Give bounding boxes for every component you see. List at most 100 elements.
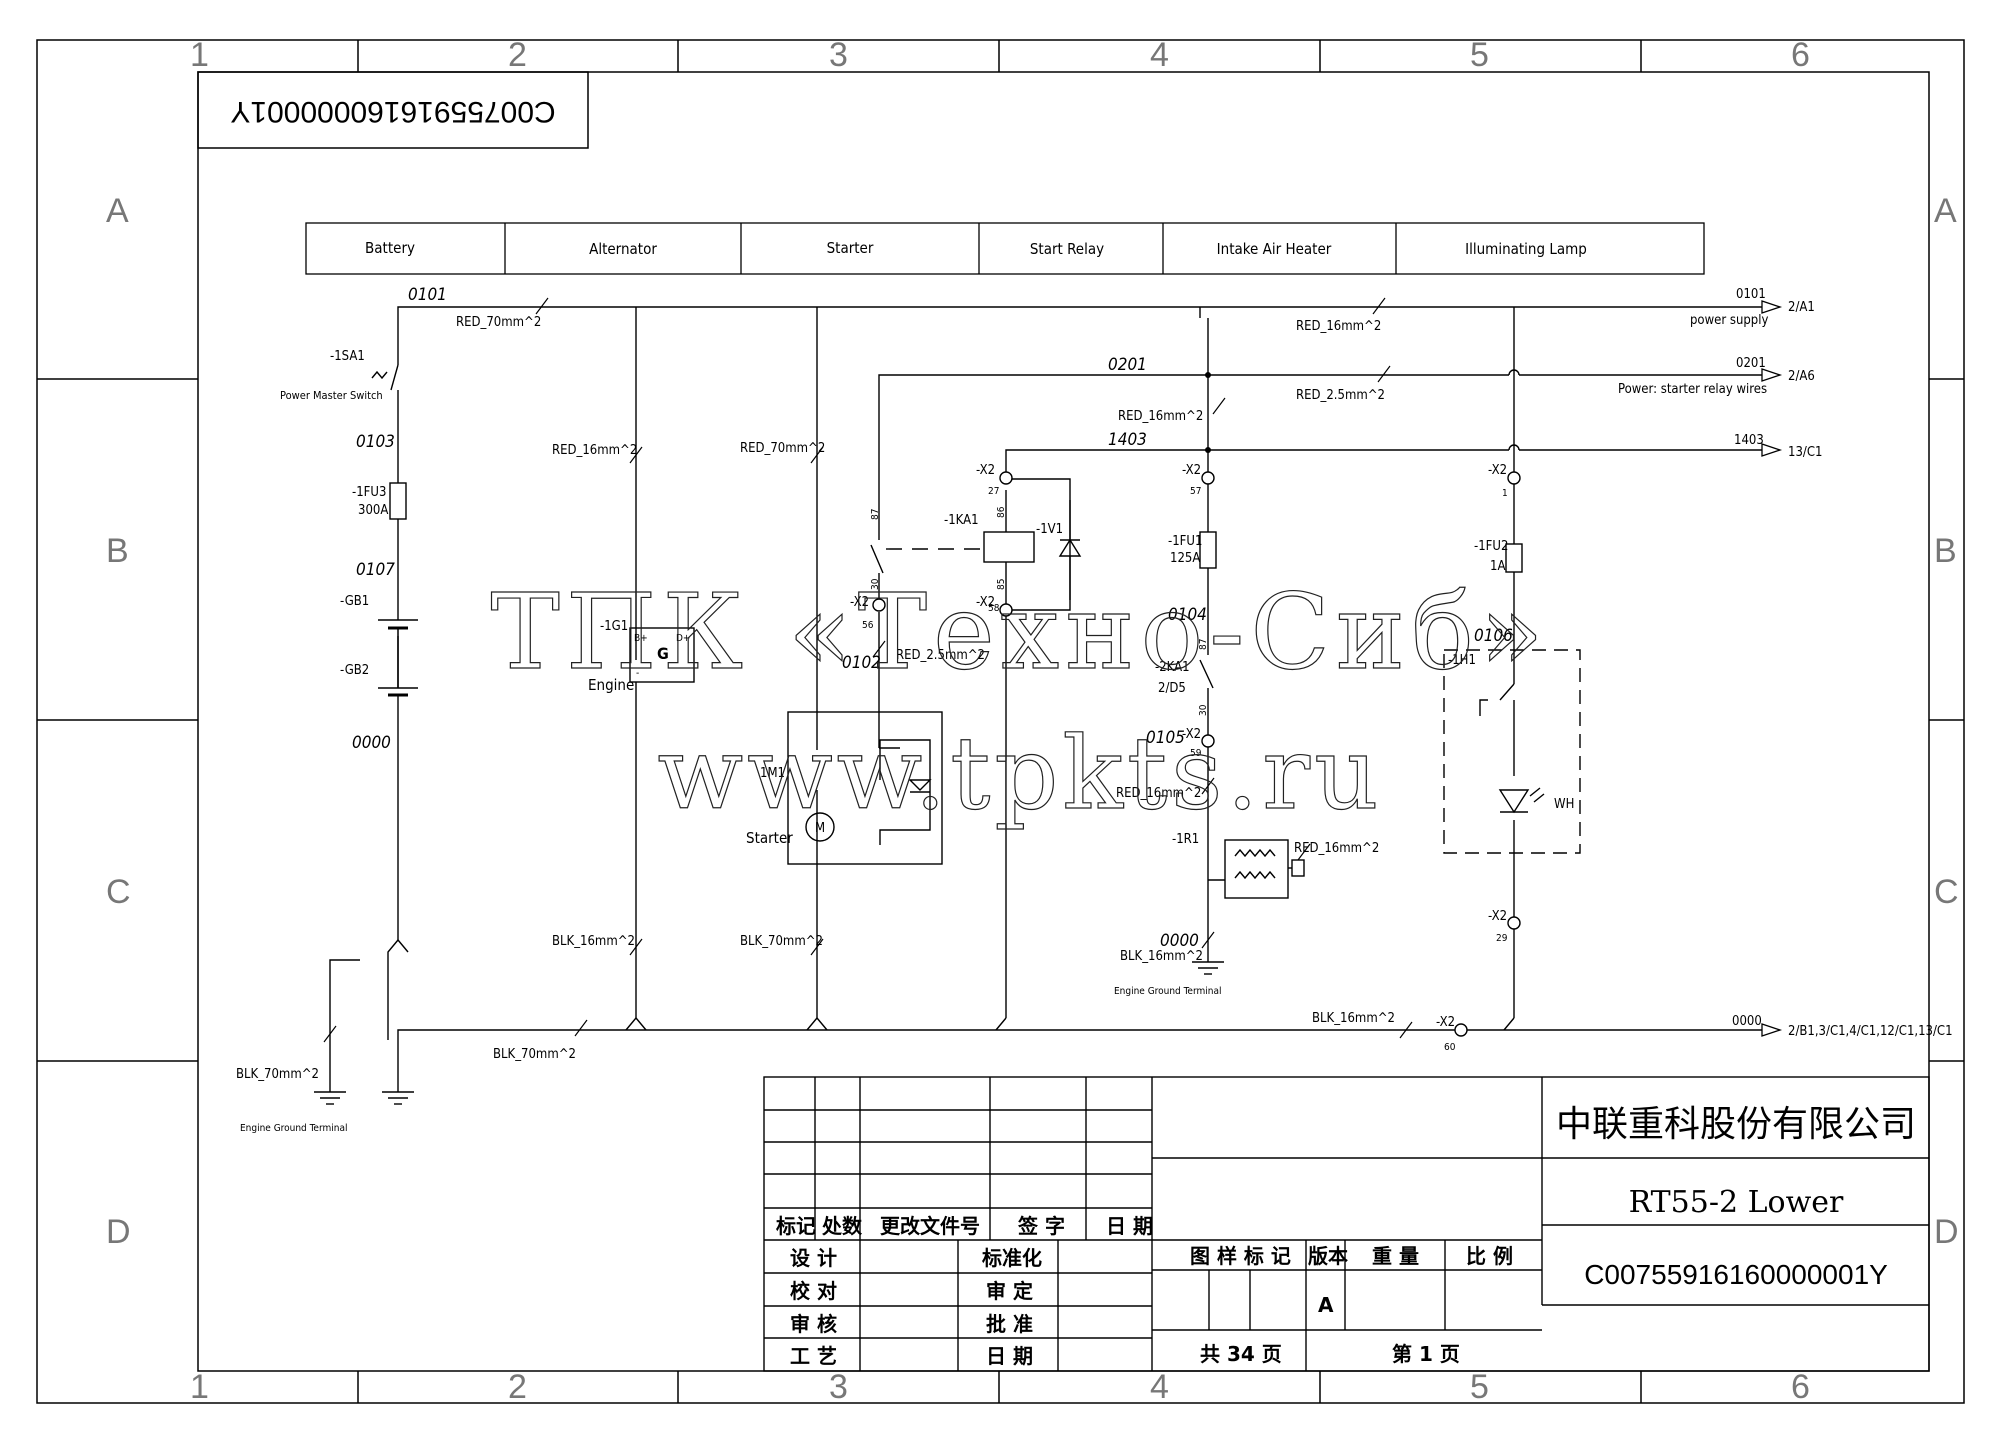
wire-0000-out: 0000 xyxy=(1732,1014,1762,1029)
wire-0103: 0103 xyxy=(356,432,395,452)
label-1v1: -1V1 xyxy=(1036,522,1063,537)
label-power-master-switch: Power Master Switch xyxy=(280,389,383,402)
header-intake-air-heater: Intake Air Heater xyxy=(1217,240,1332,258)
header-starter: Starter xyxy=(827,239,874,257)
role-standard: 标准化 xyxy=(982,1246,1042,1270)
wire-0104: 0104 xyxy=(1168,605,1207,625)
x2-58-id: -X2 xyxy=(976,595,995,610)
zone-col-1-bottom: 1 xyxy=(190,1368,209,1406)
label-wh: WH xyxy=(1554,797,1574,812)
watermark-url: www.tpkts.ru xyxy=(657,715,1382,832)
out-1403-ref: 13/C1 xyxy=(1788,445,1822,460)
zone-col-4-bottom: 4 xyxy=(1150,1368,1169,1406)
role-date: 日 期 xyxy=(986,1344,1033,1368)
rev-hdr-mark: 标记 xyxy=(776,1214,816,1238)
company-name: 中联重科股份有限公司 xyxy=(1556,1104,1916,1145)
spec-red70-main: RED_70mm^2 xyxy=(456,315,541,330)
zone-col-5-top: 5 xyxy=(1470,36,1489,74)
label-gb1: -GB1 xyxy=(340,594,369,609)
spec-blk16-alt: BLK_16mm^2 xyxy=(552,934,635,949)
rev-hdr-date: 日 期 xyxy=(1106,1214,1153,1238)
wire-0000-battery: 0000 xyxy=(352,733,391,753)
lamp-assembly-1h1 xyxy=(1443,649,1581,854)
wire-0105: 0105 xyxy=(1146,728,1185,748)
zone-row-a-left: A xyxy=(106,192,129,230)
x2-57-id: -X2 xyxy=(1182,463,1201,478)
drawing-name: RT55-2 Lower xyxy=(1629,1185,1844,1220)
total-sheets: 共 34 页 xyxy=(1200,1342,1282,1366)
watermark: ТПК «Техно-Сиб» www.tpkts.ru xyxy=(490,570,1549,832)
power-master-switch xyxy=(371,364,399,391)
pin-87-relay: 87 xyxy=(870,509,881,520)
out-0101-desc: power supply xyxy=(1690,313,1768,328)
zone-labels: 1 2 3 4 5 6 1 2 3 4 5 6 A B C D A B C D xyxy=(106,36,1959,1406)
x2-27-id: -X2 xyxy=(976,463,995,478)
component-labels: -1SA1 Power Master Switch -1FU3 300A -GB… xyxy=(240,349,1574,1134)
relay-1ka1 xyxy=(886,531,1035,563)
label-starter: Starter xyxy=(746,829,793,847)
spec-red16-alt: RED_16mm^2 xyxy=(552,443,637,458)
zone-col-3-top: 3 xyxy=(829,36,848,74)
alternator-1g1 xyxy=(629,627,695,683)
zone-col-6-bottom: 6 xyxy=(1791,1368,1810,1406)
starter-motor-1m1 xyxy=(787,711,943,865)
mirrored-drawing-code: C00755916160000001Y xyxy=(230,95,555,128)
spec-red16-bus: RED_16mm^2 xyxy=(1296,319,1381,334)
role-design: 设 计 xyxy=(790,1246,837,1270)
version-value: A xyxy=(1318,1293,1334,1317)
x2-58-no: 58 xyxy=(988,603,1000,614)
pin-87-2ka1: 87 xyxy=(1198,639,1209,650)
label-engine: Engine xyxy=(588,676,634,694)
title-block-grid xyxy=(763,1076,1930,1372)
fuse-1fu1 xyxy=(1199,531,1217,569)
x2-60-no: 60 xyxy=(1444,1042,1456,1053)
out-0101-wire: 0101 xyxy=(1736,287,1766,302)
label-1m1: 1M1 xyxy=(760,766,785,781)
function-header xyxy=(305,222,1705,275)
x2-59-id: -X2 xyxy=(1182,727,1201,742)
wire-0107: 0107 xyxy=(356,560,395,580)
ground-symbols xyxy=(314,961,1224,1105)
pin-labels: 87 30 86 85 87 30 xyxy=(870,506,1209,716)
label-2ka1: -2KA1 xyxy=(1155,660,1190,675)
out-0201-ref: 2/A6 xyxy=(1788,369,1815,384)
heater-1r1 xyxy=(1224,839,1305,899)
label-g-symbol: G xyxy=(657,644,669,663)
zone-row-d-left: D xyxy=(106,1213,131,1251)
wire-0102: 0102 xyxy=(842,653,881,673)
pin-85: 85 xyxy=(996,579,1007,590)
role-approve: 批 准 xyxy=(986,1312,1033,1336)
rev-hdr-sign: 签 字 xyxy=(1017,1214,1065,1238)
spec-blk16-heater: BLK_16mm^2 xyxy=(1120,949,1203,964)
spec-blk70-starter: BLK_70mm^2 xyxy=(740,934,823,949)
zone-row-b-left: B xyxy=(106,532,129,570)
battery-gb2 xyxy=(378,687,418,697)
zone-row-c-left: C xyxy=(106,873,131,911)
spec-blk16-bus: BLK_16mm^2 xyxy=(1312,1011,1395,1026)
spec-red16-0201: RED_16mm^2 xyxy=(1118,409,1203,424)
title-block-text: 中联重科股份有限公司 RT55-2 Lower C007559161600000… xyxy=(776,1104,1916,1368)
out-0201-desc: Power: starter relay wires xyxy=(1618,382,1767,397)
attr-hdr-mark: 图 样 标 记 xyxy=(1190,1244,1291,1268)
zone-col-6-top: 6 xyxy=(1791,36,1810,74)
function-header-labels: Battery Alternator Starter Start Relay I… xyxy=(365,239,1587,258)
label-1sa1: -1SA1 xyxy=(330,349,365,364)
zone-col-5-bottom: 5 xyxy=(1470,1368,1489,1406)
label-1fu2-rating: 1A xyxy=(1490,559,1505,574)
x2-56-id: -X2 xyxy=(850,595,869,610)
diode-1v1 xyxy=(1058,500,1082,600)
rev-hdr-doc: 更改文件号 xyxy=(880,1214,980,1238)
wire-1403: 1403 xyxy=(1108,430,1147,450)
label-gb2: -GB2 xyxy=(340,663,369,678)
wire-0106: 0106 xyxy=(1474,626,1513,646)
role-approve-check: 审 定 xyxy=(986,1279,1033,1303)
label-1h1: -1H1 xyxy=(1448,653,1476,668)
zone-row-b-right: B xyxy=(1934,532,1957,570)
label-1fu3-rating: 300A xyxy=(358,503,388,518)
watermark-company: ТПК «Техно-Сиб» xyxy=(490,571,1549,693)
junctions xyxy=(1205,372,1211,453)
x2-56-no: 56 xyxy=(862,620,874,631)
battery-gb1 xyxy=(378,619,418,688)
label-1r1: -1R1 xyxy=(1172,832,1199,847)
